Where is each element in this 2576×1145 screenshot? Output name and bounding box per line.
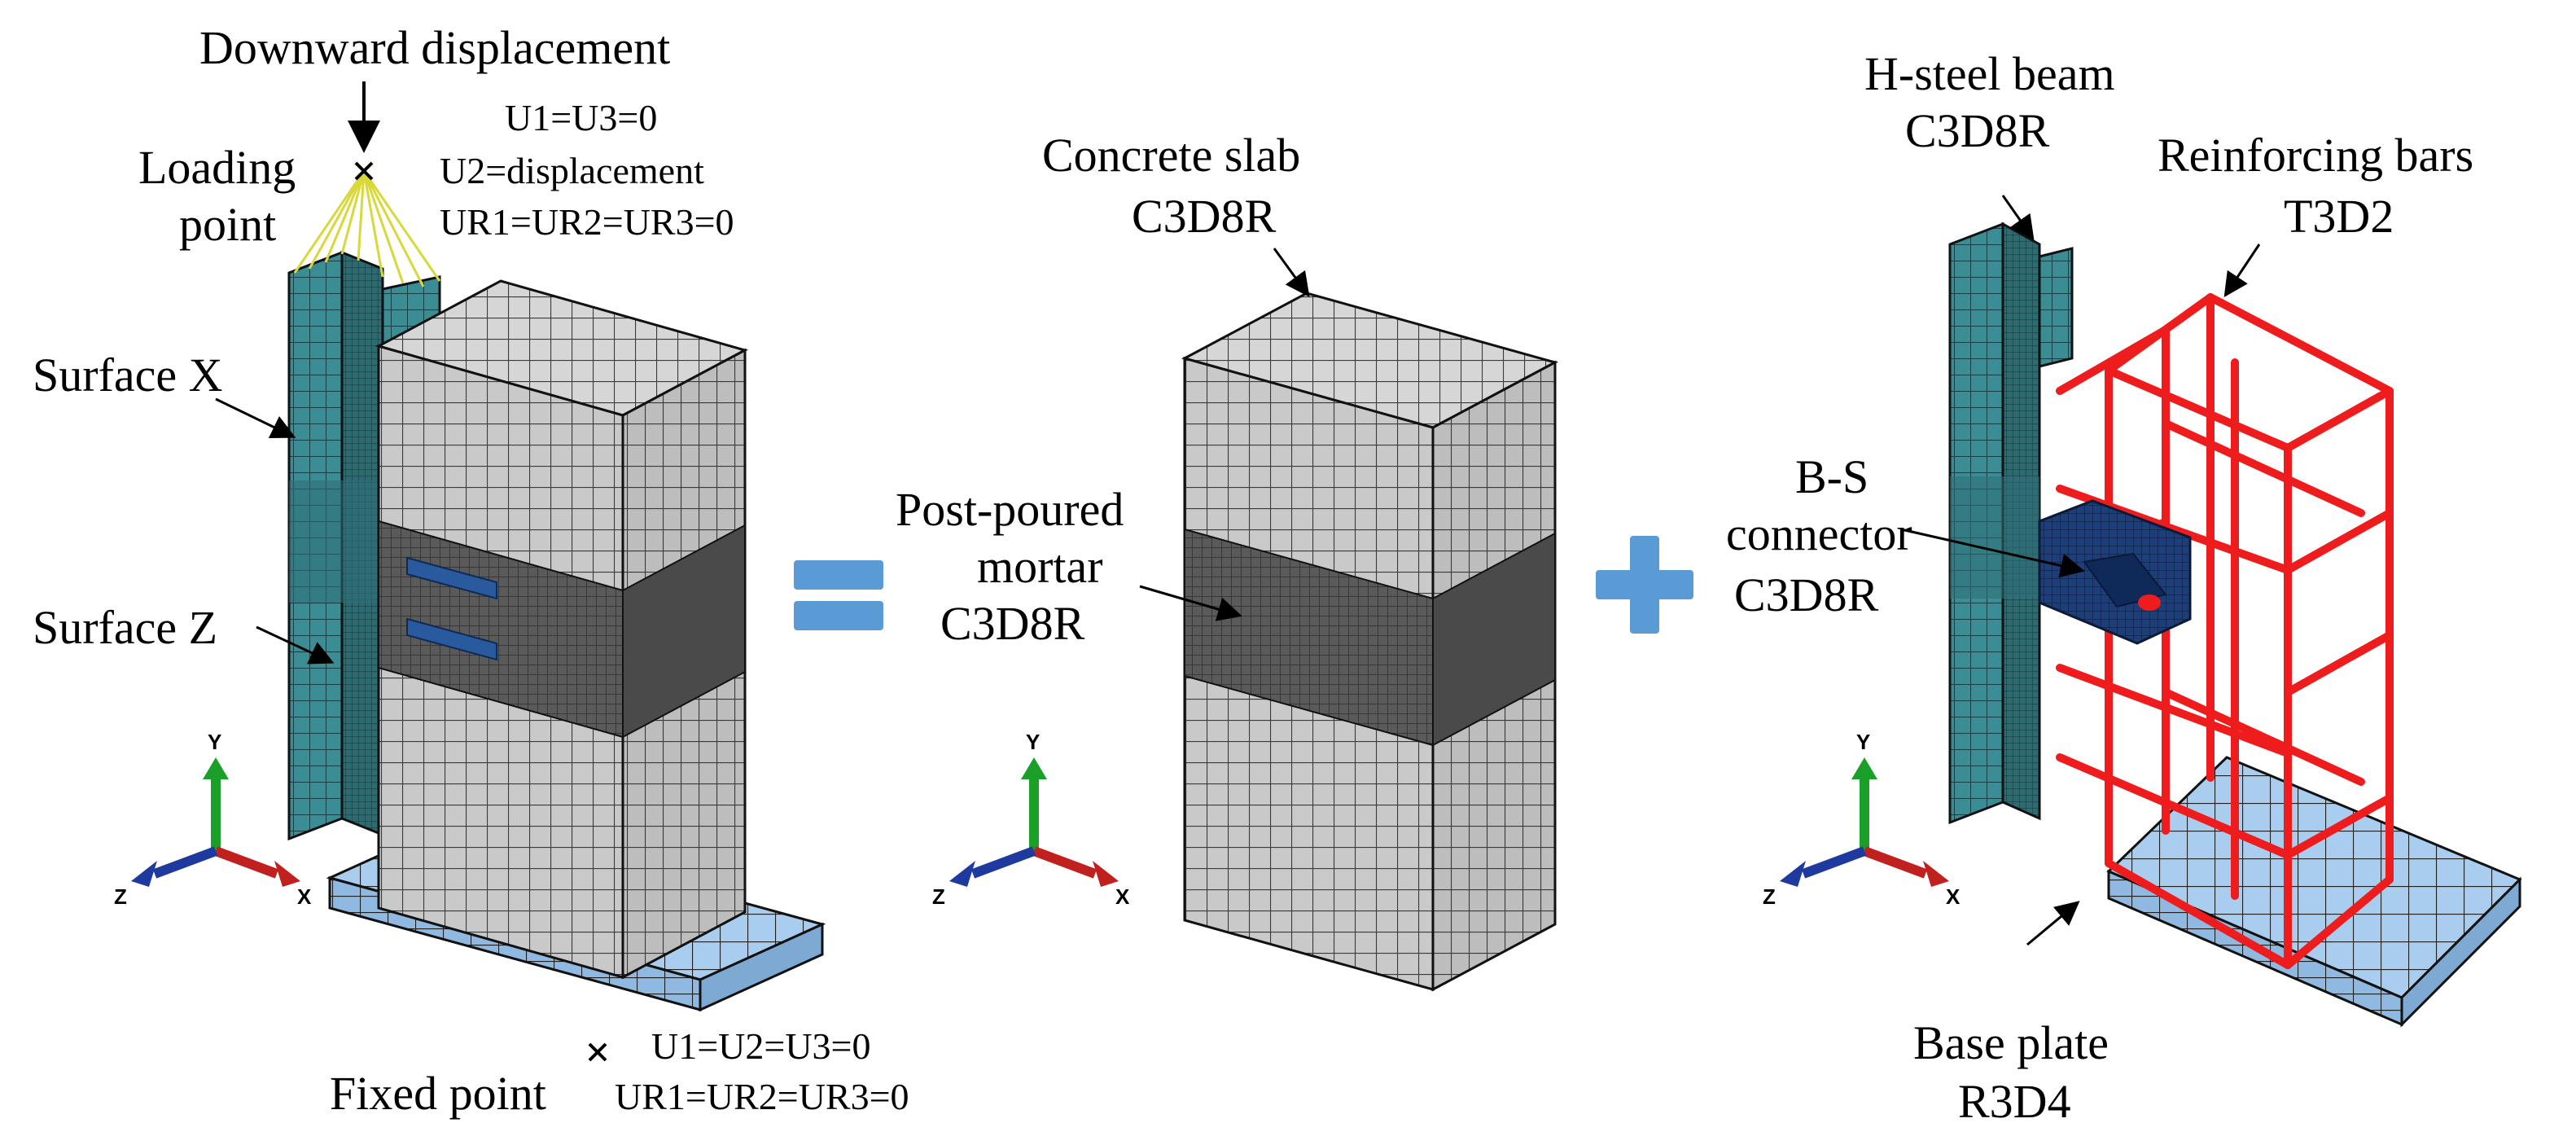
mortar-leader xyxy=(1139,585,1242,621)
rebar-label-2: T3D2 xyxy=(2284,190,2394,243)
connector-label-3: C3D8R xyxy=(1734,568,1879,621)
mortar-label-3: C3D8R xyxy=(940,597,1085,650)
middle-y-axis-label: Y xyxy=(1026,730,1040,754)
left-h-steel-beam xyxy=(287,250,441,841)
right-h-steel-beam xyxy=(1948,222,2074,825)
mortar-label-2: mortar xyxy=(977,540,1103,593)
plus-operator xyxy=(1596,536,1693,634)
right-base-plate xyxy=(2106,756,2522,1028)
left-axis-triad: Y X Z xyxy=(114,730,312,909)
rebar-leader xyxy=(2223,243,2261,297)
rebar-cage xyxy=(2056,293,2394,969)
connector-label-1: B-S xyxy=(1795,450,1868,503)
right-model: H-steel beam C3D8R Reinforcing bars T3D2… xyxy=(1726,47,2522,1128)
hsteel-leader xyxy=(2001,195,2035,240)
base-plate-label-1: Base plate xyxy=(1913,1016,2109,1069)
loading-point-label-2: point xyxy=(179,198,276,251)
left-coupling-lines xyxy=(293,170,441,287)
surface-x-leader xyxy=(215,397,296,439)
concrete-slab-leader xyxy=(1273,248,1310,297)
base-plate-label-2: R3D4 xyxy=(1958,1075,2071,1128)
surface-z-leader xyxy=(256,625,335,665)
right-y-axis-label: Y xyxy=(1856,730,1870,754)
connector-label-2: connector xyxy=(1726,507,1912,560)
middle-model: Concrete slab C3D8R Post-poured mortar C… xyxy=(896,129,1559,992)
loading-point-marker xyxy=(354,161,374,181)
fixed-point-marker xyxy=(588,1042,607,1062)
mortar-label-1: Post-poured xyxy=(896,483,1124,536)
fixed-bc-line-2: UR1=UR2=UR3=0 xyxy=(615,1076,909,1117)
right-z-axis-label: Z xyxy=(1763,884,1776,909)
bs-connector xyxy=(2038,499,2192,645)
left-model: Downward displacement U1=U3=0 U2=displac… xyxy=(33,21,909,1120)
load-bc-line-2: U2=displacement xyxy=(440,150,704,191)
rebar-label-1: Reinforcing bars xyxy=(2158,129,2473,182)
surface-z-label: Surface Z xyxy=(33,601,217,654)
left-concrete-slab xyxy=(375,279,748,980)
base-plate-leader xyxy=(2026,901,2080,946)
connector-leader xyxy=(1900,528,2085,578)
left-x-axis-label: X xyxy=(297,884,312,909)
hsteel-label-1: H-steel beam xyxy=(1864,47,2115,100)
left-z-axis-label: Z xyxy=(114,884,127,909)
middle-x-axis-label: X xyxy=(1115,884,1130,909)
concrete-slab-label-2: C3D8R xyxy=(1132,190,1277,243)
loading-point-label-1: Loading xyxy=(138,141,296,194)
equals-operator xyxy=(794,560,883,630)
concrete-slab-label-1: Concrete slab xyxy=(1042,129,1300,182)
fixed-point-label: Fixed point xyxy=(330,1067,546,1120)
load-bc-line-3: UR1=UR2=UR3=0 xyxy=(440,201,734,243)
right-axis-triad: Y X Z xyxy=(1763,730,1960,909)
load-bc-line-1: U1=U3=0 xyxy=(505,97,657,138)
middle-z-axis-label: Z xyxy=(932,884,945,909)
fixed-bc-line-1: U1=U2=U3=0 xyxy=(651,1025,871,1067)
middle-axis-triad: Y X Z xyxy=(932,730,1130,909)
surface-x-label: Surface X xyxy=(33,349,223,401)
left-y-axis-label: Y xyxy=(208,730,221,754)
downward-displacement-label: Downward displacement xyxy=(199,21,670,74)
right-x-axis-label: X xyxy=(1946,884,1960,909)
hsteel-label-2: C3D8R xyxy=(1905,104,2050,157)
